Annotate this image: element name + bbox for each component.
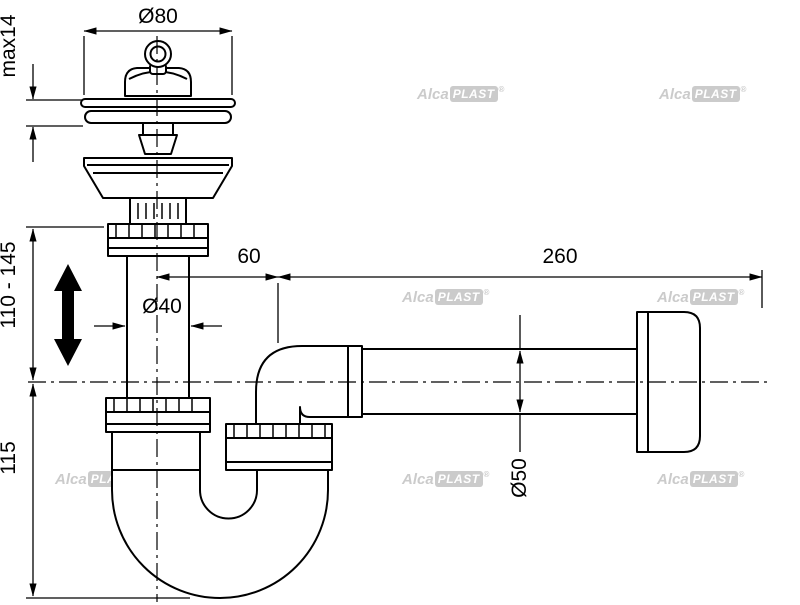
watermark-alca-text: Alca (657, 471, 689, 488)
flange-plate-upper (80, 98, 236, 108)
nut-castellations (113, 203, 326, 438)
label-outlet-diameter: Ø50 (508, 458, 531, 498)
watermark-registered-mark: ® (483, 470, 490, 479)
wall-flange (636, 311, 701, 453)
label-top-diameter: Ø80 (138, 5, 178, 28)
watermark-plast-badge: PLAST (434, 289, 483, 305)
threaded-neck (129, 197, 187, 225)
label-offset: 60 (237, 245, 260, 268)
watermark-plast-badge: PLAST (689, 471, 738, 487)
label-outlet-length: 260 (542, 245, 577, 268)
union-nut-lower (105, 397, 211, 433)
plug-stem (142, 122, 174, 136)
label-trap-depth: 115 (0, 441, 20, 474)
watermark-registered-mark: ® (738, 288, 745, 297)
elbow-outline (255, 345, 363, 425)
watermark-plast-badge: PLAST (434, 471, 483, 487)
drain-plug (124, 67, 192, 97)
strainer-bowl (83, 157, 233, 199)
trap-body (80, 40, 701, 599)
label-flange-max: max14 (0, 14, 20, 77)
flange-plate-lower (84, 110, 232, 124)
label-adjust-range: 110 - 145 (0, 241, 20, 328)
watermark-registered-mark: ® (738, 470, 745, 479)
union-nut-right (225, 423, 333, 471)
dimension-lines (26, 27, 763, 599)
u-bend-outline (111, 431, 329, 599)
watermark-alca-text: Alca (657, 289, 689, 306)
centerlines (28, 36, 772, 602)
watermark-alca-text: Alca (402, 471, 434, 488)
pull-ring-inner (149, 45, 167, 63)
watermark-plast-badge: PLAST (691, 86, 740, 102)
watermark-alca-text: Alca (402, 289, 434, 306)
watermark-registered-mark: ® (498, 85, 505, 94)
watermark-plast-badge: PLAST (689, 289, 738, 305)
label-pipe-diameter: Ø40 (142, 295, 182, 318)
dimension-labels: Ø80 max14 110 - 145 115 60 260 Ø40 Ø50 (0, 5, 578, 498)
plug-seat (138, 134, 178, 155)
watermark-alca-text: Alca (55, 471, 87, 488)
union-nut-top (107, 223, 209, 257)
watermark-registered-mark: ® (740, 85, 747, 94)
watermark-plast-badge: PLAST (449, 86, 498, 102)
adjustment-double-arrow (54, 264, 82, 366)
watermark-alca-text: Alca (659, 86, 691, 103)
watermark-alca-text: Alca (417, 86, 449, 103)
watermark-registered-mark: ® (483, 288, 490, 297)
